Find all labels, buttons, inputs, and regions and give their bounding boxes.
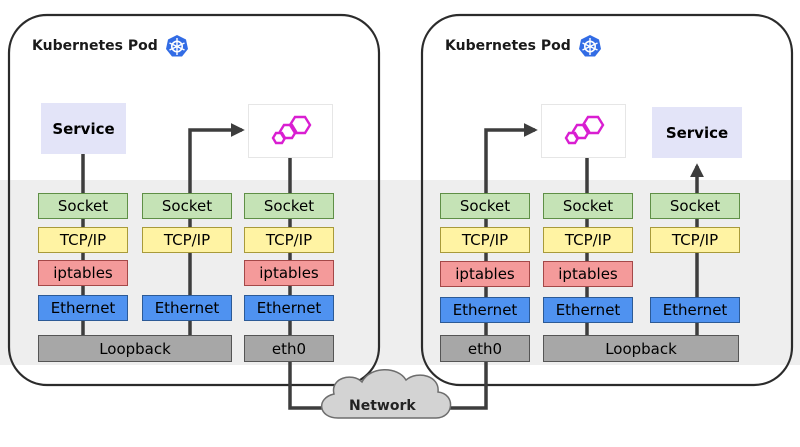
ethernet-layer: Ethernet [440, 297, 530, 323]
ethernet-layer: Ethernet [650, 297, 740, 323]
envoy-proxy-icon [564, 115, 604, 145]
eth0-interface-right: eth0 [440, 335, 530, 362]
socket-layer: Socket [244, 193, 334, 219]
link-network-eth0-right [445, 362, 488, 410]
tcpip-layer: TCP/IP [142, 227, 232, 253]
eth0-interface-left: eth0 [244, 335, 334, 362]
iptables-layer: iptables [440, 261, 530, 287]
proxy-box-left [248, 104, 333, 158]
tcpip-layer: TCP/IP [440, 227, 530, 253]
ethernet-layer: Ethernet [142, 295, 232, 321]
envoy-proxy-icon [271, 115, 311, 145]
kubernetes-helm-icon [579, 35, 601, 57]
network-cloud-icon [321, 369, 452, 419]
iptables-layer: iptables [543, 261, 633, 287]
tcpip-layer: TCP/IP [244, 227, 334, 253]
tcpip-layer: TCP/IP [543, 227, 633, 253]
tcpip-layer: TCP/IP [650, 227, 740, 253]
proxy-box-right [541, 104, 626, 158]
service-box-left: Service [41, 103, 126, 154]
iptables-layer: iptables [244, 260, 334, 286]
link-eth0-left-network [288, 362, 330, 410]
tcpip-layer: TCP/IP [38, 227, 128, 253]
network-label: Network [349, 398, 416, 414]
path-inbound-to-proxy-left [188, 123, 245, 335]
pod-frame-left [7, 13, 381, 387]
kubernetes-helm-icon [166, 35, 188, 57]
socket-layer: Socket [440, 193, 530, 219]
pod-title-right: Kubernetes Pod [445, 38, 571, 54]
iptables-layer: iptables [38, 260, 128, 286]
pod-frame-right [420, 13, 794, 387]
loopback-interface-left: Loopback [38, 335, 232, 362]
socket-layer: Socket [142, 193, 232, 219]
ethernet-layer: Ethernet [244, 295, 334, 321]
socket-layer: Socket [543, 193, 633, 219]
ethernet-layer: Ethernet [543, 297, 633, 323]
loopback-interface-right: Loopback [543, 335, 739, 362]
socket-layer: Socket [38, 193, 128, 219]
socket-layer: Socket [650, 193, 740, 219]
pod-title-left: Kubernetes Pod [32, 38, 158, 54]
service-box-right: Service [652, 107, 742, 158]
ethernet-layer: Ethernet [38, 295, 128, 321]
